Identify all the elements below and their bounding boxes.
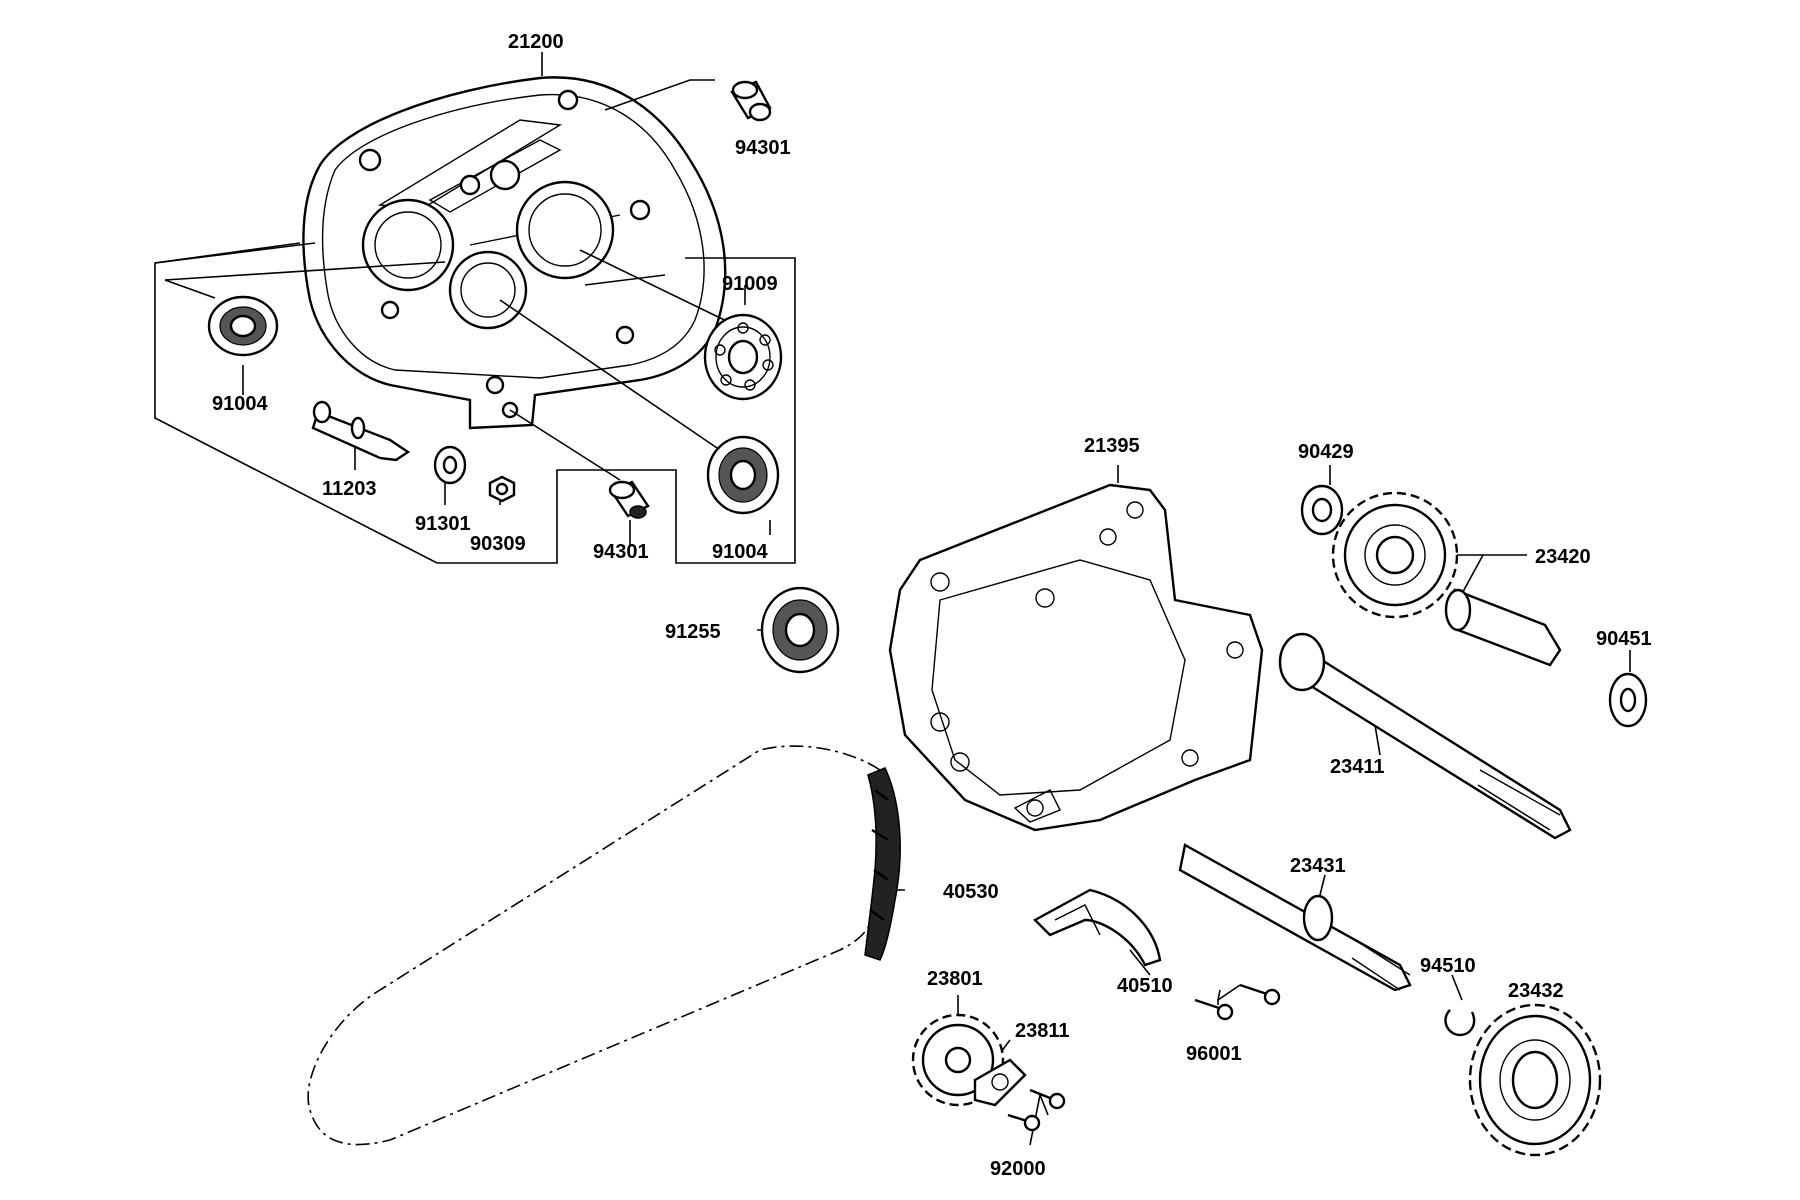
label-92000: 92000 — [990, 1158, 1046, 1180]
label-21200: 21200 — [508, 31, 564, 53]
group-bracket — [154, 242, 796, 564]
oil-seal-91255 — [760, 586, 840, 674]
label-91009: 91009 — [722, 273, 778, 295]
gasket-21395 — [888, 483, 1264, 832]
drive-chain-40530 — [307, 745, 901, 1146]
part-number-labels: 21200 94301 91009 91004 11203 91301 9030… — [212, 31, 1652, 1180]
label-94301-bottom: 94301 — [593, 541, 649, 563]
label-91004-left: 91004 — [212, 393, 268, 415]
bearing-91004-left — [207, 295, 279, 357]
label-23420: 23420 — [1535, 546, 1591, 568]
label-90451: 90451 — [1596, 628, 1652, 650]
label-91255: 91255 — [665, 621, 721, 643]
label-91301: 91301 — [415, 513, 471, 535]
bearing-91009 — [703, 313, 783, 401]
collar-94301-top — [730, 80, 772, 122]
nut-90309 — [488, 475, 516, 503]
gear-23432 — [1468, 1003, 1602, 1157]
washer-90451 — [1608, 672, 1648, 728]
washer-90429 — [1300, 484, 1344, 536]
plate-23811 — [973, 1058, 1027, 1107]
label-91004-right: 91004 — [712, 541, 768, 563]
chain-guide-40510 — [1033, 888, 1162, 967]
label-23431: 23431 — [1290, 855, 1346, 877]
label-96001: 96001 — [1186, 1043, 1242, 1065]
shaft-23431 — [1178, 843, 1412, 992]
washer-91301 — [433, 445, 467, 485]
label-90309: 90309 — [470, 533, 526, 555]
transmission-case-cover — [302, 76, 727, 430]
label-23432: 23432 — [1508, 980, 1564, 1002]
gear-23420 — [1331, 491, 1562, 667]
label-40510: 40510 — [1117, 975, 1173, 997]
label-23811: 23811 — [1015, 1020, 1070, 1042]
label-23801: 23801 — [927, 968, 983, 990]
bolts-92000 — [1007, 1088, 1066, 1132]
label-94510: 94510 — [1420, 955, 1476, 977]
label-23411: 23411 — [1330, 756, 1385, 778]
label-21395: 21395 — [1084, 435, 1140, 457]
stud-bolt-11203 — [311, 400, 411, 462]
label-90429: 90429 — [1298, 441, 1354, 463]
collar-94301-bottom — [608, 480, 650, 519]
label-94301-top: 94301 — [735, 137, 791, 159]
bolts-96001 — [1194, 983, 1281, 1021]
label-40530: 40530 — [943, 881, 999, 903]
circlip-94510 — [1444, 1009, 1476, 1037]
label-11203: 11203 — [322, 478, 377, 500]
bearing-91004-right — [706, 435, 780, 515]
shaft-23411 — [1278, 632, 1572, 840]
